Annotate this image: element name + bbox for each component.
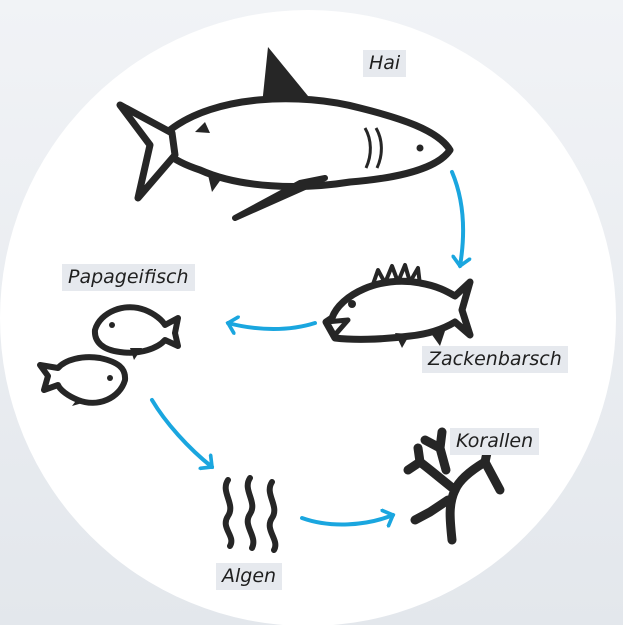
label-grouper: Zackenbarsch xyxy=(422,346,568,373)
label-algae: Algen xyxy=(216,563,282,590)
label-shark: Hai xyxy=(363,50,406,77)
label-parrotfish: Papageifisch xyxy=(62,264,195,291)
label-coral: Korallen xyxy=(450,428,539,455)
